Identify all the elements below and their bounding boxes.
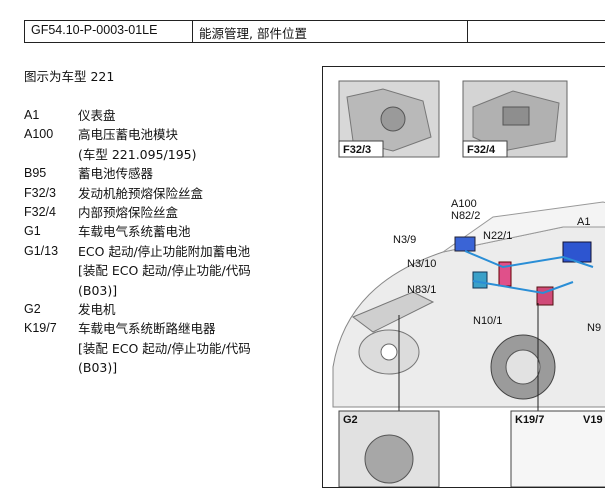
document-header: GF54.10-P-0003-01LE 能源管理, 部件位置 — [24, 20, 605, 43]
legend-desc: 发动机舱预熔保险丝盒 — [78, 185, 204, 201]
alternator-shape — [364, 434, 414, 484]
legend-item: G2 发电机 — [24, 300, 251, 319]
legend-code: G2 — [24, 302, 41, 317]
callout-n10-1: N10/1 — [473, 315, 502, 327]
legend-code: B95 — [24, 166, 47, 181]
headlight — [352, 291, 435, 333]
legend-item: F32/3 发动机舱预熔保险丝盒 — [24, 184, 251, 203]
legend-desc: 仪表盘 — [78, 108, 116, 123]
callout-n82-2: N82/2 — [451, 210, 480, 222]
car-illustration: F32/3 F32/4 A100 N82/2 N3/9 N22/1 A1 N3/… — [332, 80, 605, 487]
fuse-box-detail — [380, 106, 406, 132]
inset-g2-label: G2 — [343, 414, 358, 426]
callout-n3-10: N3/10 — [407, 258, 436, 270]
callout-n22-1: N22/1 — [483, 230, 512, 242]
callout-a1: A1 — [577, 216, 590, 228]
intro-text: 图示为车型 221 — [24, 69, 115, 84]
legend-code: F32/4 — [24, 205, 56, 220]
legend-code: A1 — [24, 108, 40, 122]
callout-n3-9: N3/9 — [393, 234, 416, 246]
inset-v19-label: V19 — [583, 414, 603, 426]
module-n83-1 — [472, 271, 488, 289]
callout-n83-1: N83/1 — [407, 284, 436, 296]
doc-extra-cell — [468, 21, 605, 42]
legend-desc: 高电压蓄电池模块 (车型 221.095/195) — [78, 127, 197, 162]
fuse-box-detail — [502, 106, 530, 126]
component-legend: A1 仪表盘 A100 高电压蓄电池模块 (车型 221.095/195) B95 蓄… — [24, 106, 251, 378]
component-location-figure: F32/3 F32/4 A100 N82/2 N3/9 N22/1 A1 N3/… — [322, 66, 605, 488]
legend-code: G1 — [24, 224, 41, 239]
inset-f32-4-tag — [462, 140, 508, 158]
legend-item: G1/13 ECO 起动/停止功能附加蓄电池 [装配 ECO 起动/停止功能/代码… — [24, 242, 251, 300]
callout-a100: A100 — [451, 198, 477, 210]
legend-item: K19/7 车载电气系统断路继电器 [装配 ECO 起动/停止功能/代码 (B03… — [24, 319, 251, 377]
legend-code: K19/7 — [24, 321, 57, 336]
legend-item: A100 高电压蓄电池模块 (车型 221.095/195) — [24, 125, 251, 164]
legend-item: F32/4 内部预熔保险丝盒 — [24, 203, 251, 222]
legend-item: G1 车载电气系统蓄电池 — [24, 222, 251, 241]
inset-k19-7-label: K19/7 — [515, 414, 544, 426]
legend-code: A100 — [24, 127, 54, 142]
doc-title: 能源管理, 部件位置 — [193, 21, 468, 42]
inset-f32-4-label: F32/4 — [467, 144, 496, 156]
wheel-rim — [505, 349, 541, 385]
inset-f32-3-tag — [338, 140, 384, 158]
legend-code: G1/13 — [24, 243, 59, 258]
legend-desc: 车载电气系统蓄电池 — [78, 224, 191, 240]
car-hood — [442, 201, 605, 253]
wiring-harness — [464, 250, 594, 295]
legend-item: A1 仪表盘 — [24, 106, 251, 125]
legend-code: F32/3 — [24, 185, 56, 200]
legend-desc: 蓄电池传感器 — [78, 166, 154, 182]
brand-emblem — [380, 343, 398, 361]
module-a100 — [454, 236, 476, 252]
legend-desc: 车载电气系统断路继电器 [装配 ECO 起动/停止功能/代码 (B03)] — [78, 321, 251, 376]
legend-desc: 发电机 — [78, 302, 116, 318]
legend-desc: ECO 起动/停止功能附加蓄电池 [装配 ECO 起动/停止功能/代码 (B03… — [78, 243, 251, 298]
legend-item: B95 蓄电池传感器 — [24, 164, 251, 183]
inset-f32-3-label: F32/3 — [343, 144, 371, 156]
callout-n9: N9 — [587, 322, 601, 334]
legend-desc: 内部预熔保险丝盒 — [78, 205, 179, 221]
doc-code: GF54.10-P-0003-01LE — [25, 21, 193, 42]
